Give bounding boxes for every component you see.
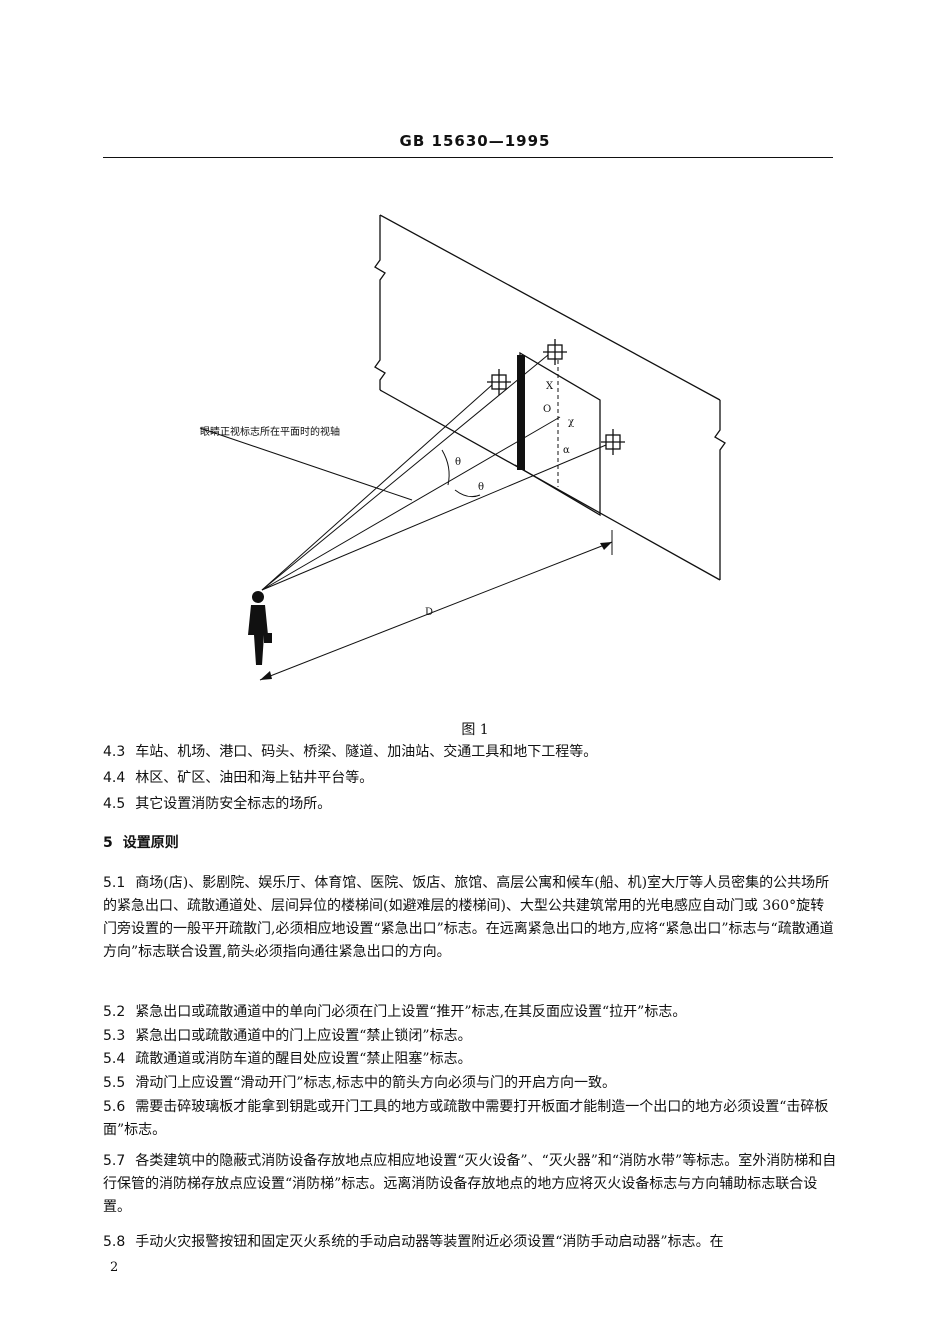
sign-icons [487,339,625,455]
wall-right-break [714,400,726,580]
wall-top-edge [379,214,721,401]
theta-arc-2 [454,489,481,498]
sightline-4 [261,416,561,591]
axis-pointer-line [199,427,413,501]
distance-line [259,541,613,681]
header-rule [103,157,833,158]
x-label: X [546,381,554,392]
alpha-label: α [563,445,570,456]
theta-arc-1 [441,449,450,486]
chi-label: χ [568,417,574,428]
axis-label: 眼睛正视标志所在平面时的视轴 [200,425,340,438]
page-number: 2 [110,1260,119,1275]
o-label: O [543,404,551,415]
arrow-left [260,671,272,680]
figure-1-diagram: 眼睛正视标志所在平面时的视轴 θ θ X O χ α D [199,214,726,681]
sightline-1 [261,384,493,591]
theta-label-2: θ [478,482,484,493]
figure-caption: 图 1 [461,722,489,738]
door-leaf [517,355,525,470]
document-header: GB 15630—1995 [399,132,551,150]
arrow-right [600,542,612,550]
d-label: D [425,607,433,618]
theta-label-1: θ [455,457,461,468]
sightline-2 [261,354,549,591]
person-figure [248,591,272,665]
sightline-3 [261,444,607,591]
wall-left-break [374,215,386,390]
